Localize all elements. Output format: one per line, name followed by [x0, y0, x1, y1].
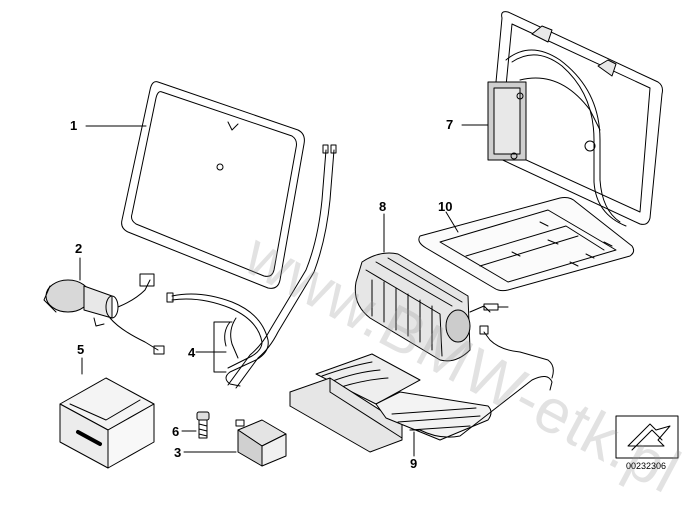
parts-diagram: www.BMW-etk.pl 1 2 3 4 5 6 7 8 9 10 0023…: [43, 11, 686, 507]
callout-2: 2: [75, 241, 83, 256]
callout-3: 3: [174, 445, 182, 460]
document-id: 00232306: [626, 461, 667, 471]
part-8-fan-unit: [354, 252, 509, 362]
callout-7: 7: [446, 117, 454, 132]
callout-1: 1: [70, 118, 78, 133]
callout-5: 5: [77, 342, 85, 357]
diagram-canvas: [43, 11, 679, 469]
part-4-cable-harness: [166, 292, 269, 387]
part-10-cushion-mat: [418, 197, 635, 292]
callout-6: 6: [172, 424, 180, 439]
part-9-seat-heater: [289, 325, 554, 453]
leader-4: [195, 321, 233, 373]
arrow-navigation-icon[interactable]: [615, 415, 679, 459]
callout-4: 4: [188, 345, 196, 360]
leader-10: [445, 211, 459, 233]
part-3-control-unit: [235, 419, 287, 467]
part-7-backrest-frame: [487, 11, 663, 227]
callout-9: 9: [410, 456, 418, 471]
part-1-heating-mat: [121, 81, 305, 289]
mat-cables: [227, 144, 337, 389]
callout-10: 10: [438, 199, 453, 214]
part-5-box: [59, 377, 155, 469]
part-6-screw: [196, 411, 210, 439]
part-2-actuator: [43, 273, 165, 355]
callout-8: 8: [379, 199, 387, 214]
